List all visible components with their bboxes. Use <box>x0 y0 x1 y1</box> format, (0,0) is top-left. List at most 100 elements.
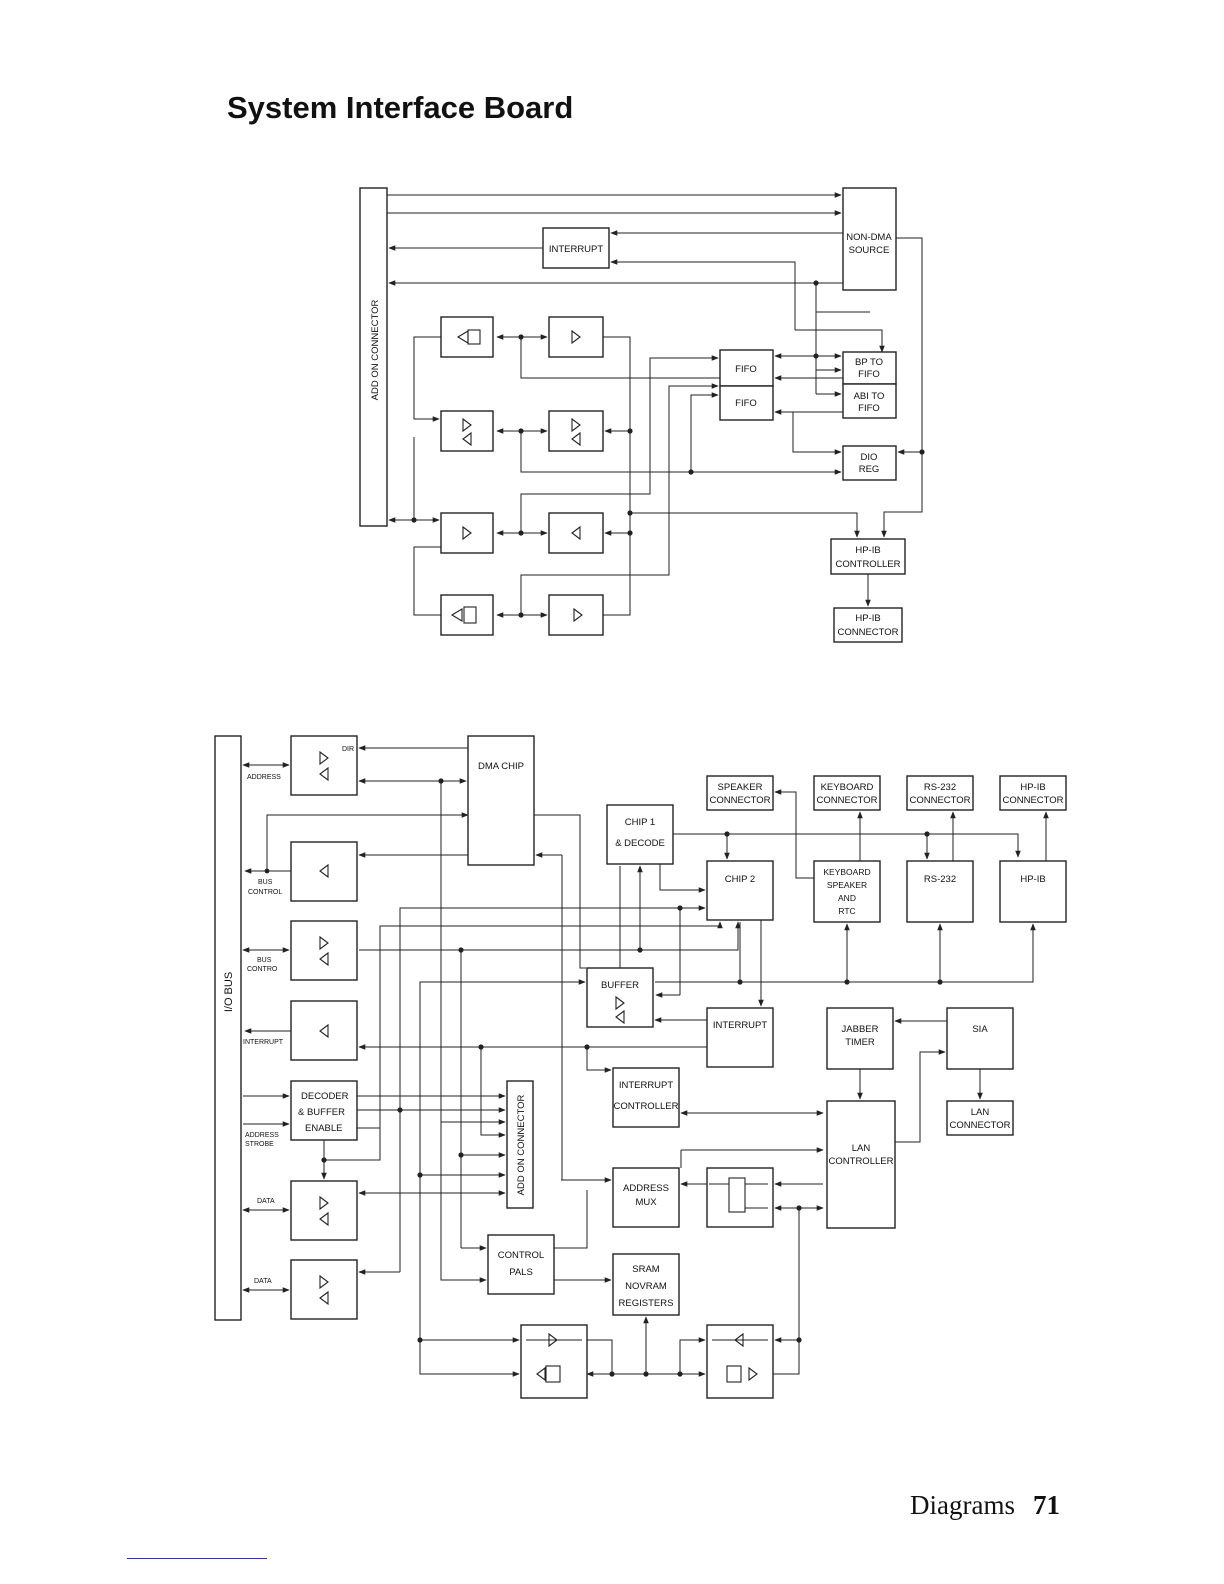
buffer-symbol <box>734 1332 744 1348</box>
rs232-label: RS-232 <box>924 874 956 885</box>
top-buffer-1 <box>440 316 494 358</box>
line <box>881 237 923 538</box>
top-add-on-connector <box>359 187 388 527</box>
data-1-label: DATA <box>257 1198 275 1205</box>
control-pals-label-2: PALS <box>509 1267 533 1278</box>
line <box>792 412 842 455</box>
speaker-connector-label-2: CONNECTOR <box>709 795 770 806</box>
junction <box>796 1337 802 1343</box>
sram-label-1: SRAM <box>632 1264 660 1275</box>
latch-symbol <box>463 606 477 624</box>
buffer-symbol <box>450 608 463 622</box>
chip2-box <box>706 860 774 921</box>
ksr-label-1: KEYBOARD <box>823 867 870 877</box>
rs232-connector-box <box>906 775 974 811</box>
top-hpib-controller-label-1: HP-IB <box>855 545 880 556</box>
line <box>379 921 723 1160</box>
line <box>440 1122 487 1283</box>
line <box>659 864 706 893</box>
line <box>520 383 719 615</box>
buffer-symbol <box>571 525 581 541</box>
data-buffer-1 <box>290 1180 358 1241</box>
keyboard-speaker-rtc-box <box>813 860 881 923</box>
hpib-label: HP-IB <box>1020 874 1045 885</box>
line <box>690 392 719 472</box>
rs232-box <box>906 860 974 923</box>
bottom-interrupt-box <box>706 1007 774 1068</box>
interrupt-buffer <box>290 1000 358 1061</box>
control-pals-box <box>487 1234 555 1295</box>
top-hpib-connector-box <box>833 607 903 643</box>
lan-controller-label-2: CONTROLLER <box>829 1156 894 1167</box>
lan-connector-label-2: CONNECTOR <box>949 1120 1010 1131</box>
line <box>480 1047 506 1138</box>
top-buffer-2 <box>548 316 604 358</box>
sram-label-2: NOVRAM <box>625 1281 667 1292</box>
lan-controller-box <box>826 1100 896 1229</box>
line <box>520 355 719 533</box>
bottom-interrupt-label: INTERRUPT <box>713 1020 768 1031</box>
latch-symbol <box>545 1365 561 1383</box>
line <box>895 1049 946 1143</box>
junction <box>321 1157 327 1163</box>
non-dma-label-2: SOURCE <box>849 245 890 256</box>
junction <box>919 449 925 455</box>
buffer-symbol <box>319 1195 329 1211</box>
buffer-symbol <box>748 1366 758 1382</box>
buffer-symbol <box>462 417 472 433</box>
buffer-symbol <box>615 1009 625 1025</box>
buffer-symbol <box>319 863 329 879</box>
control-pals-label-1: CONTROL <box>498 1250 544 1261</box>
footer-section: Diagrams <box>910 1490 1015 1520</box>
chip1-label-1: CHIP 1 <box>625 817 655 828</box>
latch-symbol <box>726 1365 742 1383</box>
buffer-symbol <box>571 329 581 345</box>
buffer-symbol <box>319 1274 329 1290</box>
sram-novram-box <box>612 1253 680 1316</box>
line <box>324 1127 381 1161</box>
bus-control-buffer-2 <box>290 920 358 981</box>
address-strobe-label-a: ADDRESS <box>245 1132 279 1139</box>
top-add-on-connector-label: ADD ON CONNECTOR <box>370 300 381 401</box>
buffer-symbol <box>571 417 581 433</box>
top-buffer-3 <box>440 410 494 452</box>
address-mux-box <box>612 1167 680 1228</box>
top-buffer-6 <box>548 512 604 554</box>
buffer-symbol <box>548 1332 558 1348</box>
rs232-connector-label-2: CONNECTOR <box>909 795 970 806</box>
dma-chip-box <box>467 735 535 866</box>
sram-label-3: REGISTERS <box>619 1298 674 1309</box>
footnote-rule <box>127 1558 267 1559</box>
junction <box>458 1152 464 1158</box>
decoder-buffer-enable-box <box>290 1080 358 1141</box>
bp-to-fifo-box <box>842 351 897 385</box>
bus-control-1-label-a: BUS <box>258 879 273 886</box>
data-buffer-2 <box>290 1259 358 1320</box>
abi-to-fifo-label-1: ABI TO <box>854 391 885 402</box>
bottom-hpib-connector-label-2: CONNECTOR <box>1002 795 1063 806</box>
sia-label: SIA <box>972 1024 988 1035</box>
buffer-symbol <box>319 766 329 782</box>
bus-control-1-label-b: CONTROL <box>248 889 282 896</box>
top-diagram: ADD ON CONNECTOR INTERRUPT NON-DMA SOURC… <box>359 187 925 643</box>
line <box>673 833 1021 858</box>
bp-to-fifo-label-2: FIFO <box>858 369 880 380</box>
rs232-connector-label-1: RS-232 <box>924 782 956 793</box>
io-bus-bar <box>214 735 242 1321</box>
non-dma-source-box <box>842 187 897 291</box>
buffer-symbol <box>319 1290 329 1306</box>
line <box>795 329 885 353</box>
address-latch <box>706 1167 774 1228</box>
keyboard-connector-box <box>813 775 881 811</box>
line <box>413 336 441 422</box>
interrupt-controller-label-1: INTERRUPT <box>619 1080 674 1091</box>
jabber-timer-box <box>826 1007 894 1070</box>
line <box>413 546 441 616</box>
line <box>586 1047 612 1073</box>
decoder-label-1: DECODER <box>301 1091 349 1102</box>
top-buffer-8 <box>548 594 604 636</box>
lan-controller-label-1: LAN <box>852 1143 871 1154</box>
junction <box>627 428 633 434</box>
junction <box>627 530 633 536</box>
